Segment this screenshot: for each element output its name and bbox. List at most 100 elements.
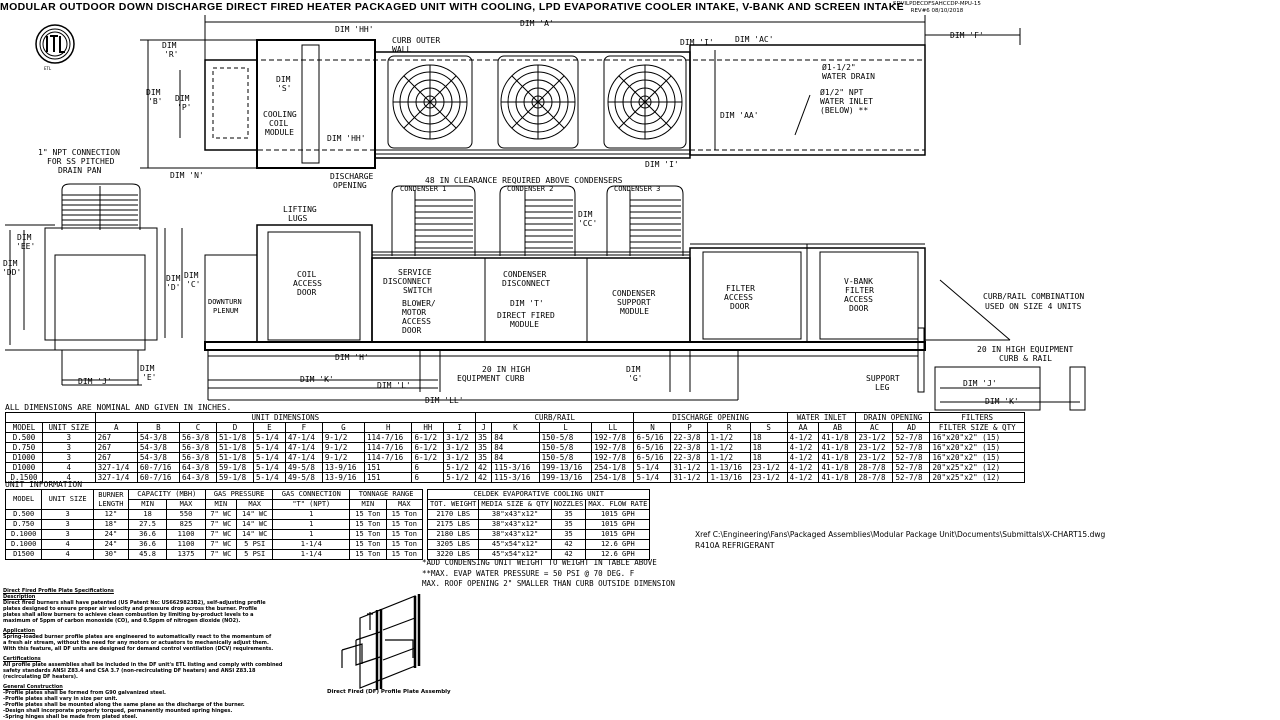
dim-ac-label: DIM 'AC' xyxy=(735,35,774,44)
table-cell: 6-5/16 xyxy=(633,442,672,453)
celdek-title: CELDEK EVAPORATIVE COOLING UNIT xyxy=(426,489,651,500)
table-cell: 9-1/2 xyxy=(321,452,366,463)
group-discharge-opening: DISCHARGE OPENING xyxy=(633,412,788,423)
assembly-caption: Direct Fired (DF) Profile Plate Assembly xyxy=(327,689,451,695)
table-cell: 114-7/16 xyxy=(364,452,413,463)
condenser-support-label-3: MODULE xyxy=(620,307,649,316)
table-cell: 56-3/8 xyxy=(179,442,218,453)
table-cell: 3 xyxy=(42,432,96,443)
unit-information-caption: UNIT INFORMATION xyxy=(5,480,83,489)
table-cell: 3205 LBS xyxy=(426,539,480,550)
table-cell: 47-1/4 xyxy=(284,442,323,453)
column-header: G xyxy=(321,422,366,433)
spec-line: With this feature, all DF units are desi… xyxy=(3,646,274,652)
vbank-door-label-4: DOOR xyxy=(849,304,868,313)
spec-line: -Profile plates shall be formed from G90… xyxy=(3,690,166,696)
table-cell: 1015 GPH xyxy=(585,529,651,540)
column-header: A xyxy=(94,422,138,433)
table-cell: 114-7/16 xyxy=(364,442,413,453)
table-cell: 5-1/4 xyxy=(253,472,286,483)
table-cell: D.1000 xyxy=(4,529,43,540)
table-cell: 18 xyxy=(749,452,788,463)
table-cell: 15 Ton xyxy=(349,529,387,540)
table-cell: 4-1/2 xyxy=(786,442,820,453)
table-cell: 18 xyxy=(127,509,168,520)
table-cell: 13-9/16 xyxy=(321,472,366,483)
dim-e-label-2: 'E' xyxy=(142,373,156,382)
column-header: TOT. WEIGHT xyxy=(426,499,480,510)
column-header: D xyxy=(216,422,255,433)
table-cell: 38"x43"x12" xyxy=(478,519,552,530)
table-cell: 16"x20"x2" (15) xyxy=(929,452,1025,463)
table-cell: 1-1/4 xyxy=(272,549,351,560)
table-cell: 15 Ton xyxy=(385,509,424,520)
direct-fired-module-label: DIRECT FIRED xyxy=(497,311,555,320)
table-cell: 6-1/2 xyxy=(411,452,445,463)
table-cell: 41-1/8 xyxy=(818,472,857,483)
column-header: K xyxy=(491,422,540,433)
spec-certifications-heading: Certifications xyxy=(3,656,41,662)
drawing-title: MODULAR OUTDOOR DOWN DISCHARGE DIRECT FI… xyxy=(0,1,905,13)
dim-l-label: DIM 'L' xyxy=(377,381,411,390)
table-cell: 47-1/4 xyxy=(284,432,323,443)
column-header: MEDIA SIZE & QTY xyxy=(478,499,552,510)
table-cell: 16"x20"x2" (15) xyxy=(929,442,1025,453)
table-cell: D1000 xyxy=(5,462,43,473)
coil-access-door-label-3: DOOR xyxy=(297,288,316,297)
table-cell: 45.8 xyxy=(127,549,168,560)
table-cell: 51-1/8 xyxy=(216,452,255,463)
header-max: MAX xyxy=(166,499,206,510)
column-header: N xyxy=(633,422,672,433)
table-cell: 5-1/4 xyxy=(633,462,672,473)
unit-information-table: MODEL UNIT SIZE BURNER LENGTH CAPACITY (… xyxy=(4,489,424,560)
header-min: MIN xyxy=(349,499,387,510)
npt-connection-label-2: FOR SS PITCHED xyxy=(47,157,115,166)
table-cell: 5 PSI xyxy=(236,539,274,550)
header-capacity: CAPACITY (MBH) xyxy=(127,489,206,500)
plan-view xyxy=(140,15,1021,169)
table-cell: 267 xyxy=(94,442,138,453)
dim-ee-label: DIM xyxy=(17,233,32,242)
table-cell: 12" xyxy=(92,509,129,520)
table-cell: 1-1/4 xyxy=(272,539,351,550)
dim-ee-label-2: 'EE' xyxy=(16,242,35,251)
support-leg-label-2: LEG xyxy=(875,383,890,392)
profile-plate-assembly-illustration xyxy=(341,594,421,690)
table-cell: 1015 GPH xyxy=(585,519,651,530)
npt-connection-label-3: DRAIN PAN xyxy=(58,166,102,175)
table-cell: 1 xyxy=(272,529,351,540)
table-cell: 199-13/16 xyxy=(538,462,593,473)
table-cell: 60-7/16 xyxy=(136,462,181,473)
condenser-disconnect-label: CONDENSER xyxy=(503,270,547,279)
table-cell: 54-3/8 xyxy=(136,442,181,453)
table-cell: 5-1/4 xyxy=(253,442,286,453)
table-cell: 84 xyxy=(491,452,540,463)
column-header: AB xyxy=(818,422,857,433)
table-cell: 36.6 xyxy=(127,539,168,550)
table-cell: 5-1/4 xyxy=(253,462,286,473)
header-min: MIN xyxy=(127,499,168,510)
table-cell: 15 Ton xyxy=(385,519,424,530)
table-cell: 52-7/8 xyxy=(892,432,931,443)
table-cell: 5-1/2 xyxy=(443,472,477,483)
spec-line: -Spring hinges shall be made from plated… xyxy=(3,714,138,720)
table-cell: 1-1/2 xyxy=(707,452,751,463)
table-cell: 24" xyxy=(92,529,129,540)
filter-door-label-2: ACCESS xyxy=(724,293,753,302)
column-header: UNIT SIZE xyxy=(42,422,96,433)
table-cell: 3-1/2 xyxy=(443,432,477,443)
table-cell: 45"x54"x12" xyxy=(478,539,552,550)
spec-application-heading: Application xyxy=(3,628,35,634)
table-cell: 7" WC xyxy=(204,519,238,530)
table-cell: 52-7/8 xyxy=(892,452,931,463)
blower-door-label-4: DOOR xyxy=(402,326,421,335)
lifting-lugs-label-2: LUGS xyxy=(288,214,307,223)
coil-access-door-label-2: ACCESS xyxy=(293,279,322,288)
table-cell: 150-5/8 xyxy=(538,452,593,463)
table-cell: 35 xyxy=(475,452,493,463)
